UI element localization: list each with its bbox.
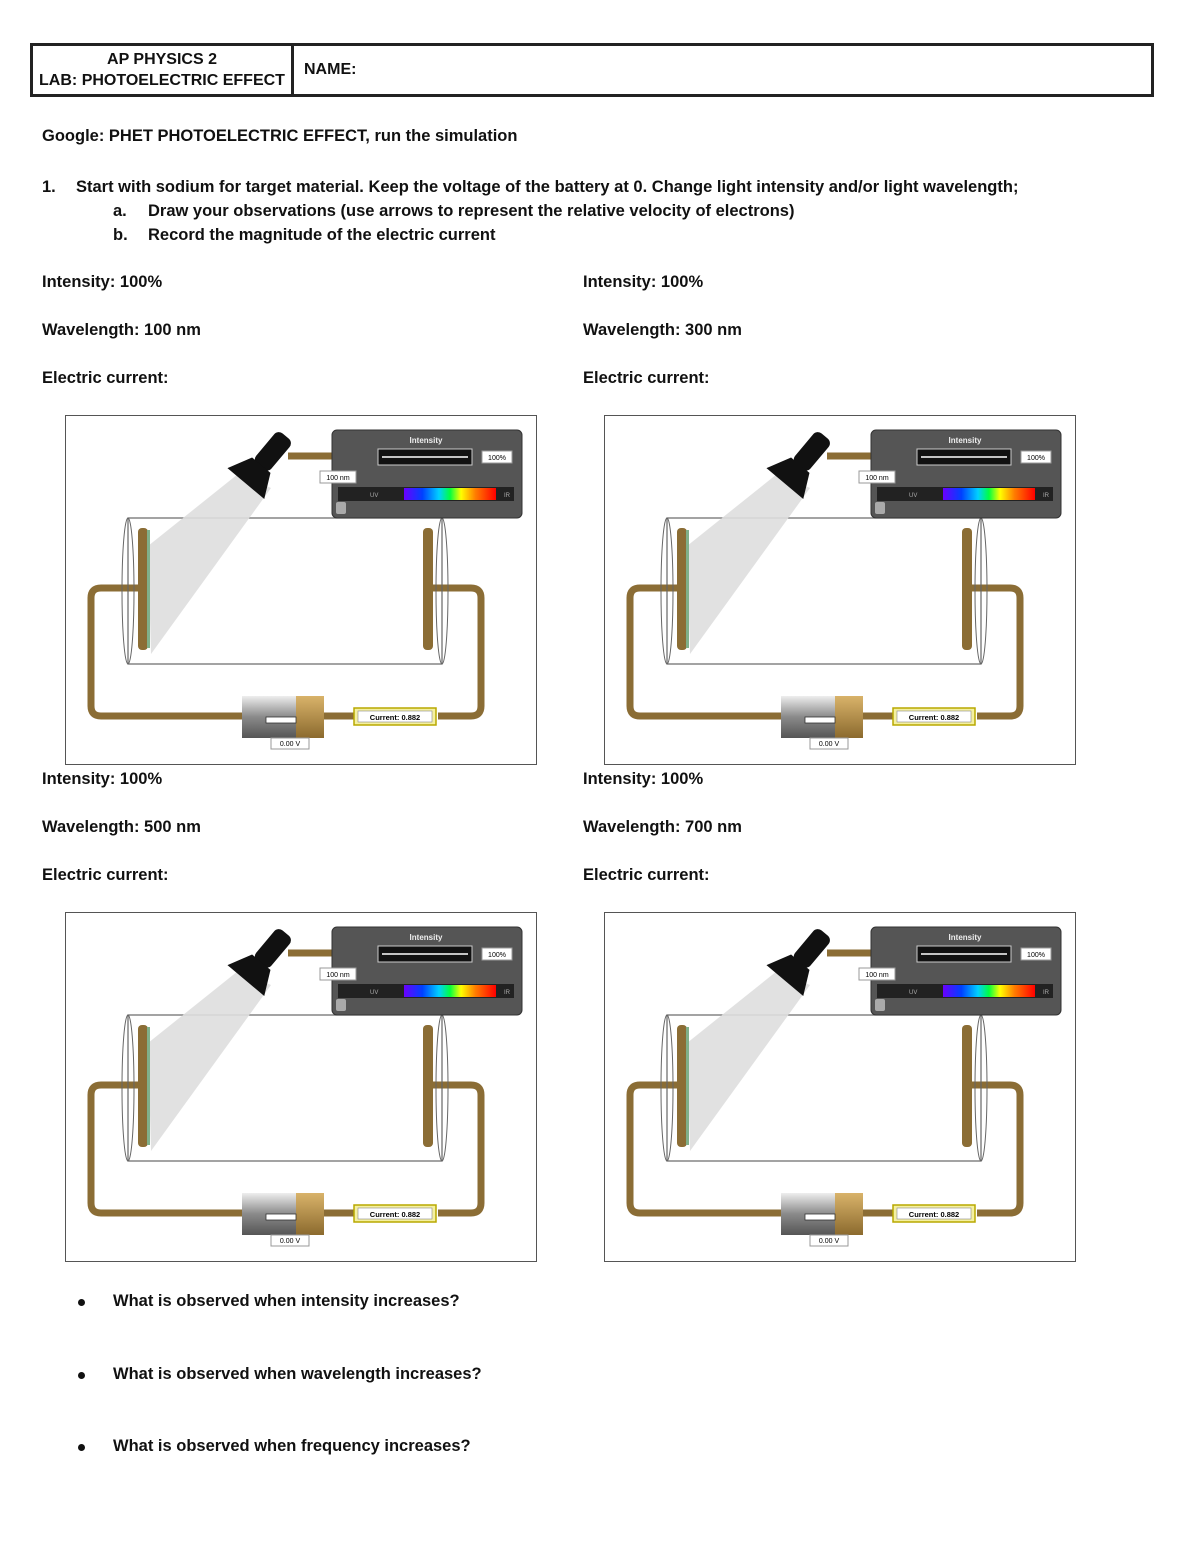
svg-text:UV: UV [370,990,378,996]
svg-text:100 nm: 100 nm [865,475,889,482]
simulation-image-1: Intensity 100% 100 nm UV IR 0.00 V Curre… [65,415,537,765]
sub-a-marker: a. [113,202,127,220]
bullet-1 [78,1299,85,1306]
svg-text:Intensity: Intensity [410,933,443,942]
svg-text:Intensity: Intensity [410,436,443,445]
header-course-cell: AP PHYSICS 2 LAB: PHOTOELECTRIC EFFECT [33,46,294,94]
sub-b-marker: b. [113,226,128,244]
bullet-3 [78,1444,85,1451]
trial-3-wavelength: Wavelength: 500 nm [42,818,201,836]
trial-2-current: Electric current: [583,369,710,387]
trial-3-current: Electric current: [42,866,169,884]
svg-text:100 nm: 100 nm [326,972,350,979]
svg-text:100%: 100% [488,952,506,959]
header-name-cell[interactable]: NAME: [294,46,1151,94]
svg-text:Current: 0.882: Current: 0.882 [370,1210,420,1219]
sub-b-text: Record the magnitude of the electric cur… [148,226,496,244]
svg-text:0.00 V: 0.00 V [280,1238,301,1245]
simulation-image-3: Intensity 100% 100 nm UV IR 0.00 V Curre… [65,912,537,1262]
svg-text:Current: 0.882: Current: 0.882 [909,1210,959,1219]
trial-2-wavelength: Wavelength: 300 nm [583,321,742,339]
svg-text:0.00 V: 0.00 V [280,741,301,748]
trial-1-wavelength: Wavelength: 100 nm [42,321,201,339]
svg-text:100 nm: 100 nm [865,972,889,979]
trial-2-intensity: Intensity: 100% [583,273,704,291]
question-wavelength: What is observed when wavelength increas… [113,1365,482,1383]
lab-title: LAB: PHOTOELECTRIC EFFECT [39,72,285,89]
course-title: AP PHYSICS 2 [107,51,217,68]
svg-text:UV: UV [909,990,917,996]
svg-text:Current: 0.882: Current: 0.882 [370,713,420,722]
trial-1-current: Electric current: [42,369,169,387]
trial-4-intensity: Intensity: 100% [583,770,704,788]
svg-text:IR: IR [1043,493,1050,499]
intro-line: Google: PHET PHOTOELECTRIC EFFECT, run t… [42,127,518,145]
trial-3-intensity: Intensity: 100% [42,770,163,788]
svg-text:Intensity: Intensity [949,436,982,445]
svg-text:100%: 100% [1027,455,1045,462]
svg-text:IR: IR [1043,990,1050,996]
trial-1-intensity: Intensity: 100% [42,273,163,291]
svg-text:UV: UV [909,493,917,499]
svg-text:UV: UV [370,493,378,499]
trial-4-current: Electric current: [583,866,710,884]
svg-text:IR: IR [504,493,511,499]
question-1-number: 1. [42,178,56,196]
sub-a-text: Draw your observations (use arrows to re… [148,202,795,220]
question-frequency: What is observed when frequency increase… [113,1437,471,1455]
svg-text:0.00 V: 0.00 V [819,1238,840,1245]
trial-4-wavelength: Wavelength: 700 nm [583,818,742,836]
svg-text:IR: IR [504,990,511,996]
name-label: NAME: [304,61,357,78]
svg-text:Intensity: Intensity [949,933,982,942]
simulation-image-4: Intensity 100% 100 nm UV IR 0.00 V Curre… [604,912,1076,1262]
header-table: AP PHYSICS 2 LAB: PHOTOELECTRIC EFFECT N… [30,43,1154,97]
svg-text:0.00 V: 0.00 V [819,741,840,748]
question-1-text: Start with sodium for target material. K… [76,178,1019,196]
question-intensity: What is observed when intensity increase… [113,1292,460,1310]
svg-text:100%: 100% [488,455,506,462]
simulation-image-2: Intensity 100% 100 nm UV IR 0.00 V Curre… [604,415,1076,765]
svg-text:100 nm: 100 nm [326,475,350,482]
bullet-2 [78,1372,85,1379]
svg-text:100%: 100% [1027,952,1045,959]
svg-text:Current: 0.882: Current: 0.882 [909,713,959,722]
